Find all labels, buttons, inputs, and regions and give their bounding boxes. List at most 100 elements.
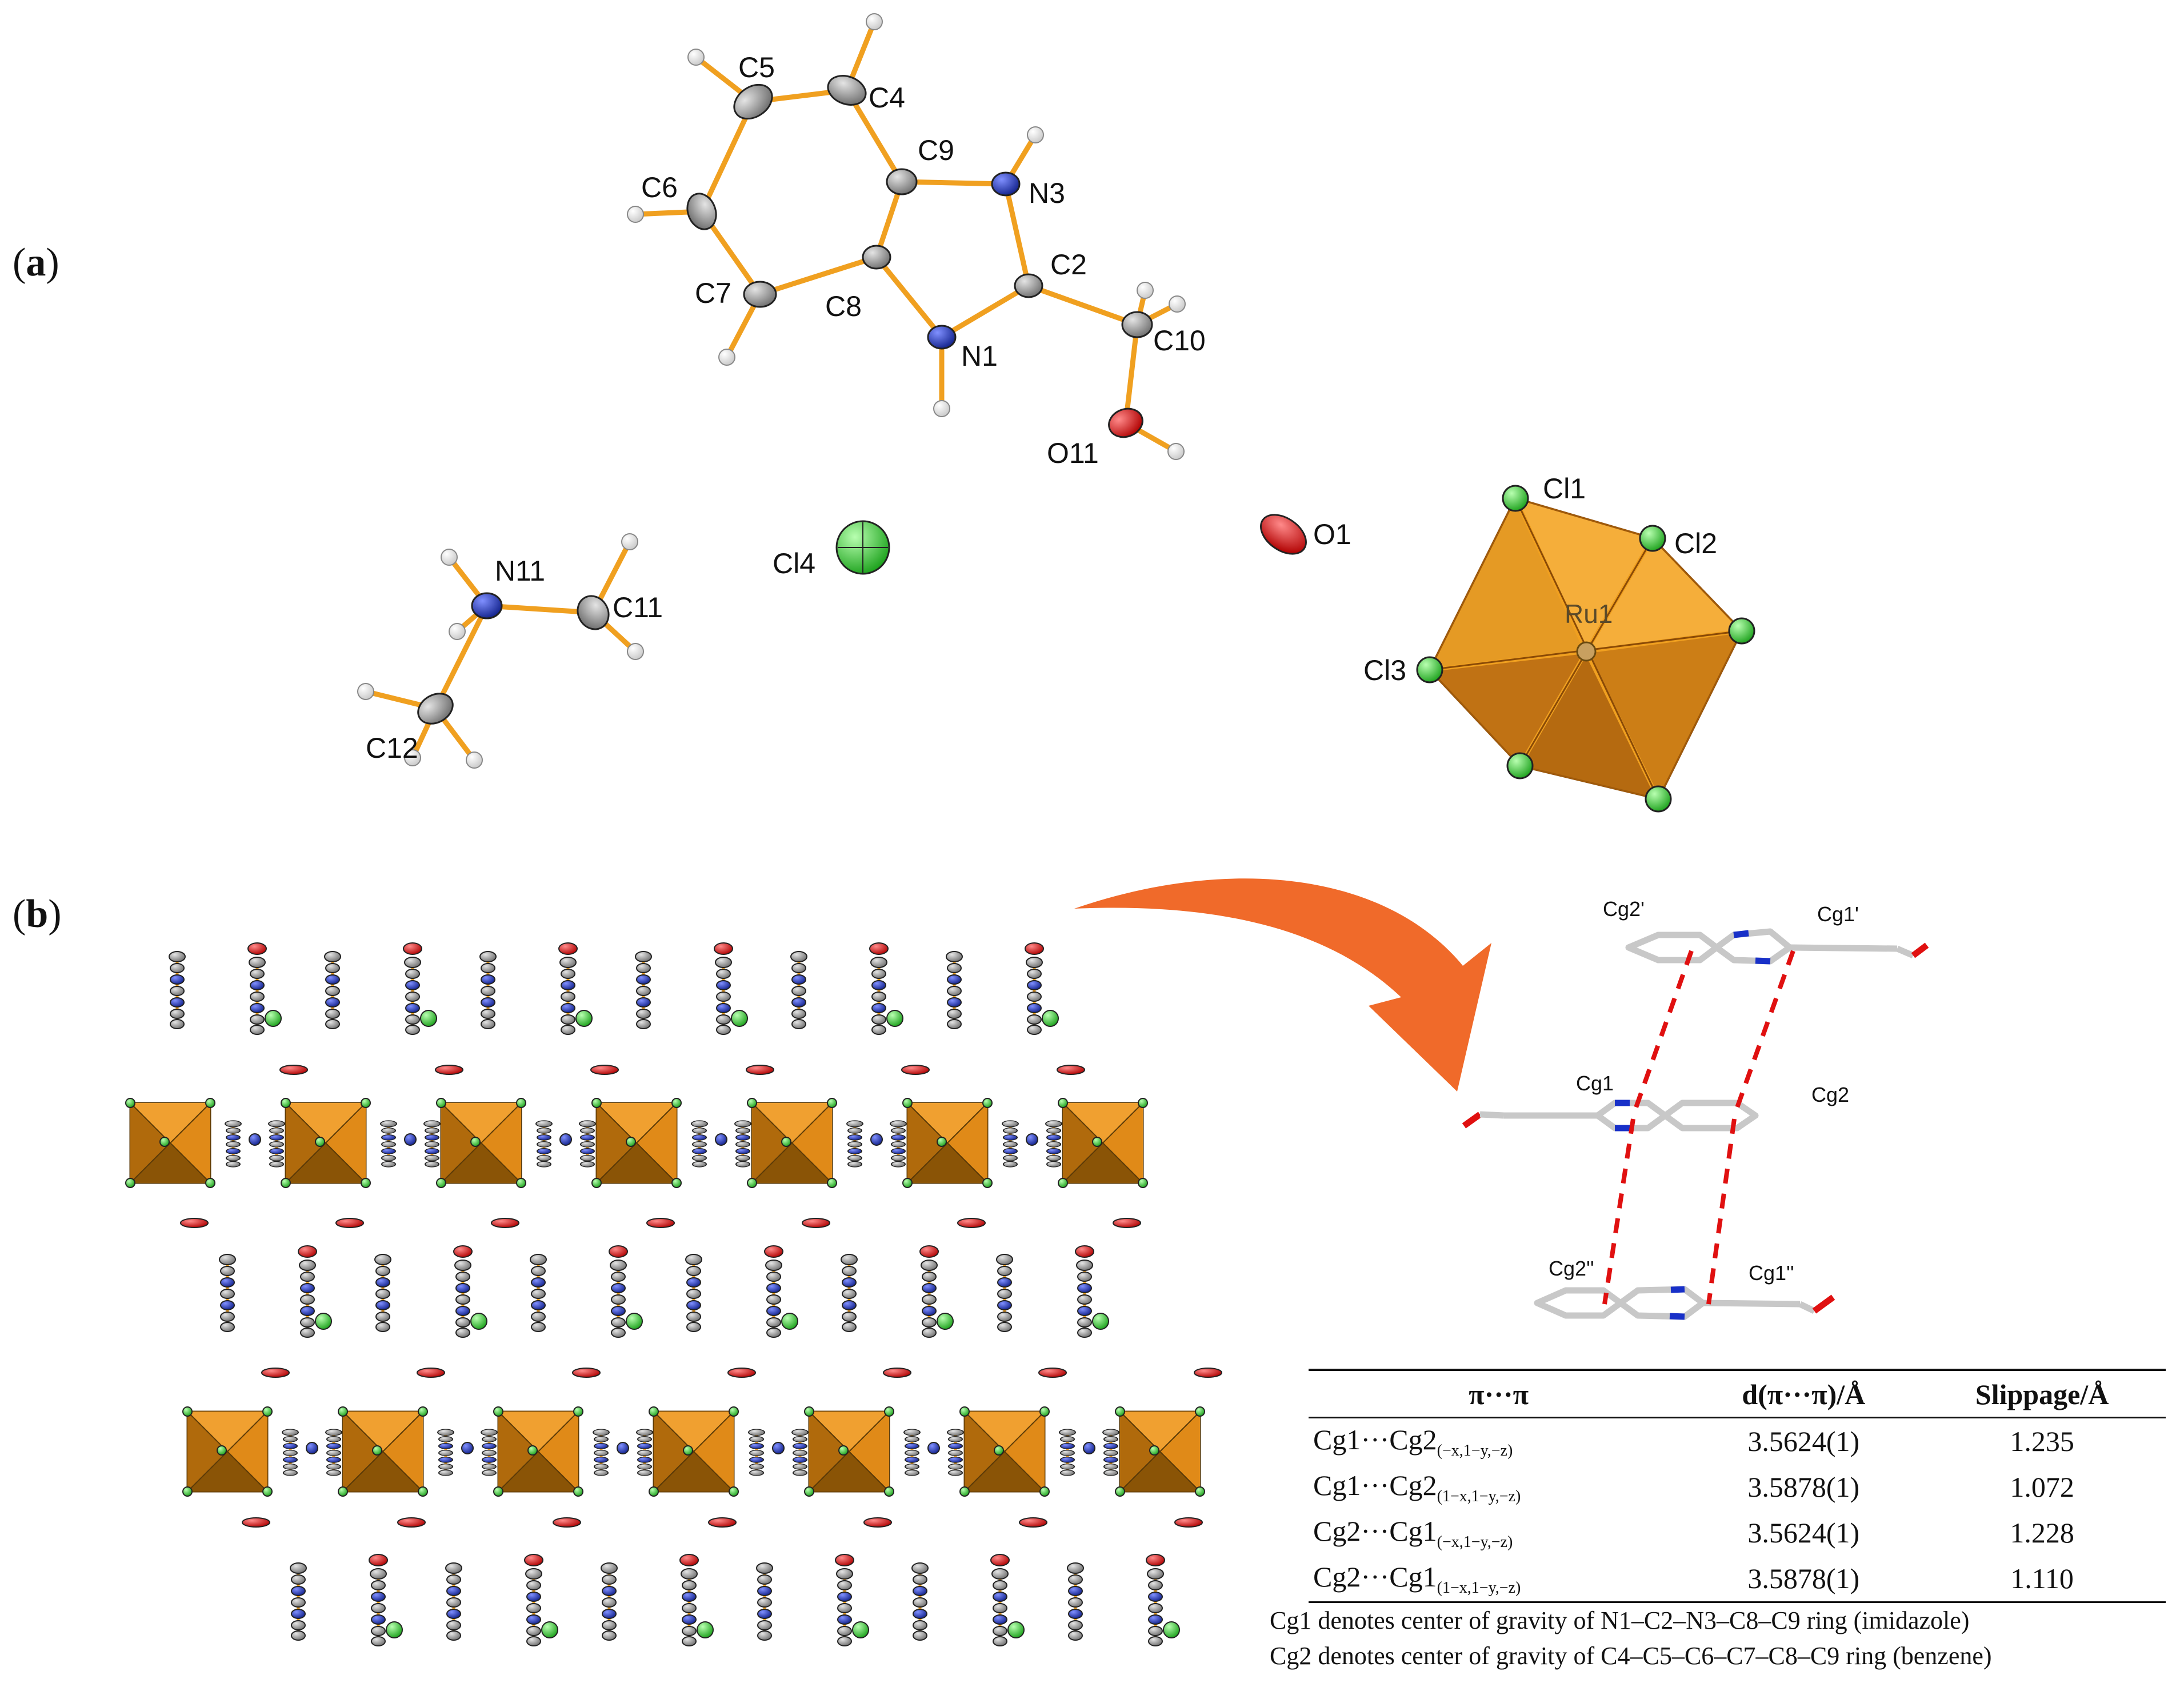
panel-label-b: (b) [13,892,62,936]
crystal-packing [125,942,1222,1646]
pair-cell: Cg2···Cg1(−x,1−y,−z) [1309,1510,1689,1556]
pair-name: Cg2···Cg1 [1313,1560,1437,1593]
label-o11: O11 [1047,437,1099,469]
label-c5: C5 [738,51,775,83]
symmetry-code: (1−x,1−y,−z) [1437,1487,1521,1505]
stack-line-2 [1732,950,1795,1117]
label-n3: N3 [1029,177,1065,209]
atom-c5 [733,83,773,120]
atom-c4 [827,75,867,106]
label-cg2-prime: Cg2' [1603,897,1645,921]
table-notes: Cg1 denotes center of gravity of N1–C2–N… [1270,1603,1992,1674]
ammonium-cation: N11 C11 C12 [357,533,663,769]
chloride-cl4: Cl4 [773,520,890,579]
note-cg2: Cg2 denotes center of gravity of C4–C5–C… [1270,1642,1992,1670]
label-c6: C6 [641,171,678,203]
packing-water-row-3 [261,1368,1222,1378]
header-pi-pi: π···π [1309,1369,1689,1418]
molecule-bottom [1534,1286,1835,1320]
label-c11: C11 [613,591,663,623]
label-cl1: Cl1 [1543,473,1586,505]
table-row: Cg2···Cg1(−x,1−y,−z) 3.5624(1) 1.228 [1309,1510,2166,1556]
pair-cell: Cg1···Cg2(−x,1−y,−z) [1309,1418,1689,1465]
table-header-row: π···π d(π···π)/Å Slippage/Å [1309,1369,2166,1418]
benzimidazole-molecule [627,13,1186,460]
stacking-table-wrap: π···π d(π···π)/Å Slippage/Å Cg1···Cg2(−x… [1309,1369,2166,1603]
label-c7: C7 [695,277,731,309]
packing-water-row-2 [180,1218,1141,1228]
label-c4: C4 [869,82,905,114]
pair-cell: Cg1···Cg2(1−x,1−y,−z) [1309,1464,1689,1510]
rucl6-octahedron: Cl1 Cl2 Ru1 Cl3 [1363,473,1755,813]
table-row: Cg2···Cg1(1−x,1−y,−z) 3.5878(1) 1.110 [1309,1556,2166,1603]
table-row: Cg1···Cg2(−x,1−y,−z) 3.5624(1) 1.235 [1309,1418,2166,1465]
pair-name: Cg1···Cg2 [1313,1469,1437,1501]
label-c12: C12 [366,732,418,764]
label-cl4: Cl4 [773,547,815,579]
distance-cell: 3.5878(1) [1747,1471,1860,1503]
symmetry-code: (−x,1−y,−z) [1437,1533,1513,1551]
atom-c9 [886,168,918,195]
atom-c2 [1014,273,1043,298]
slippage-cell: 1.235 [2010,1425,2074,1457]
packing-octahedra-row-2 [182,1406,1206,1497]
atom-c10 [1121,311,1153,338]
label-cg2: Cg2 [1811,1083,1849,1106]
atom-c11 [577,595,610,630]
stack-line-3 [1602,1118,1635,1305]
packing-cation-row-2 [219,1245,1109,1337]
molecule-top [1625,928,1929,965]
note-cg1: Cg1 denotes center of gravity of N1–C2–N… [1270,1606,1970,1634]
label-cg2-double-prime: Cg2'' [1549,1257,1594,1280]
atom-n1 [927,325,957,350]
label-c9: C9 [918,134,954,166]
stacking-table: π···π d(π···π)/Å Slippage/Å Cg1···Cg2(−x… [1309,1369,2166,1603]
label-n11: N11 [495,555,545,587]
atom-c12 [417,693,454,725]
benzimidazole-labels: C5 C4 C9 N3 C6 C2 C7 C8 N1 C10 O11 [641,51,1206,469]
distance-cell: 3.5878(1) [1689,1556,1919,1603]
atom-o11 [1108,407,1143,438]
pair-cell: Cg2···Cg1(1−x,1−y,−z) [1309,1556,1689,1603]
label-c10: C10 [1153,325,1206,357]
symmetry-code: (−x,1−y,−z) [1437,1441,1513,1460]
label-ru1: Ru1 [1565,599,1613,629]
label-cg1: Cg1 [1576,1072,1614,1095]
atom-c8 [862,245,891,270]
atom-n3 [991,171,1021,197]
label-o1: O1 [1313,518,1351,550]
packing-cation-row-1 [169,942,1059,1034]
distance-cell: 3.5624(1) [1747,1517,1860,1549]
atom-c7 [743,281,777,308]
label-cg1-prime: Cg1' [1817,902,1859,926]
pair-name: Cg2···Cg1 [1313,1514,1437,1547]
label-n1: N1 [961,340,998,372]
header-distance: d(π···π)/Å [1689,1369,1919,1418]
header-slippage: Slippage/Å [1918,1369,2166,1418]
label-c8: C8 [825,290,862,322]
stack-line-4 [1706,1118,1737,1305]
pair-name: Cg1···Cg2 [1313,1423,1437,1456]
label-cl3: Cl3 [1363,654,1406,686]
water-o1: O1 [1260,514,1351,555]
distance-cell: 3.5624(1) [1747,1425,1860,1457]
atom-n11 [471,592,503,619]
panel-label-a: (a) [13,241,59,285]
symmetry-code: (1−x,1−y,−z) [1437,1578,1521,1597]
molecule-middle [1462,1100,1759,1132]
slippage-cell: 1.072 [2010,1471,2074,1503]
label-cg1-double-prime: Cg1'' [1749,1261,1794,1285]
packing-water-row-1 [279,1065,1085,1075]
packing-water-row-4 [242,1517,1203,1528]
packing-octahedra-row-1 [125,1097,1149,1189]
slippage-cell: 1.228 [2010,1517,2074,1549]
zoom-arrow [1074,878,1491,1092]
slippage-cell: 1.110 [1918,1556,2166,1603]
stack-line-1 [1631,950,1694,1117]
label-c2: C2 [1050,249,1087,281]
pi-stacking-inset: Cg2' Cg1' Cg1 Cg2 Cg2'' Cg1'' [1462,897,1929,1320]
packing-cation-row-3 [290,1554,1180,1646]
label-cl2: Cl2 [1674,527,1717,559]
atom-c6 [686,193,717,230]
